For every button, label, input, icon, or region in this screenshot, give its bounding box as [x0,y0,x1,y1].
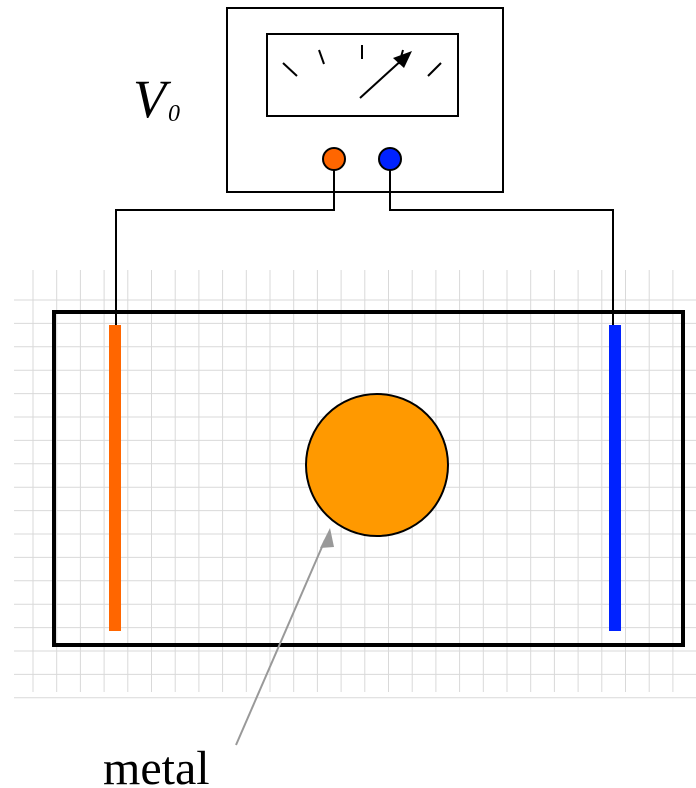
conductive-tray [52,310,685,647]
voltmeter-label: V0 [133,69,180,129]
dial-tick [318,49,325,65]
dial-tick [427,62,442,77]
dial-needle-arrowhead [393,51,412,68]
left-terminal-icon [322,147,346,171]
dial-tick [282,62,298,77]
voltmeter-symbol: V [133,69,172,129]
right-lead-wire [389,170,614,327]
dial-needle [359,57,405,99]
metal-disk [305,393,449,537]
voltmeter-subscript: 0 [168,101,180,127]
left-electrode [109,325,121,631]
metal-label: metal [103,742,210,788]
right-electrode [609,325,621,631]
voltmeter [226,7,504,193]
right-terminal-icon [378,147,402,171]
metal-pointer-arrow [235,528,334,746]
left-lead-wire [115,170,335,332]
